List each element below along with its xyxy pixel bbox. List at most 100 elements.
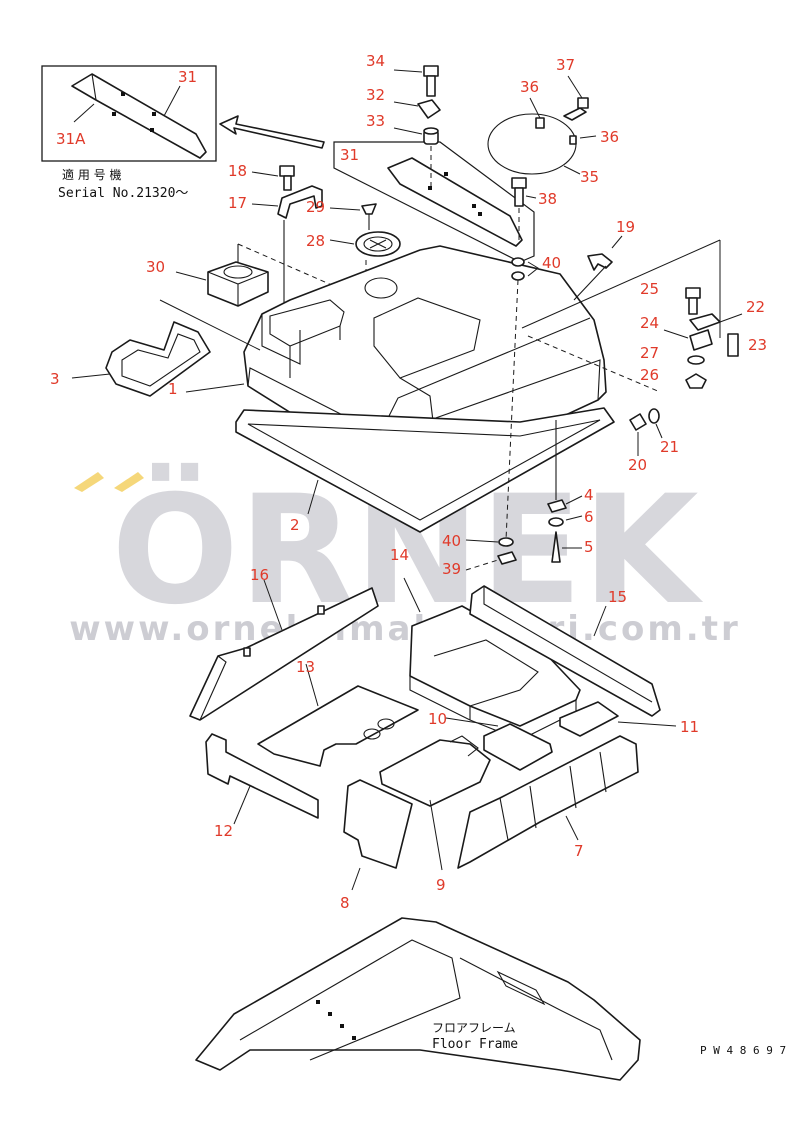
watermark-accent-left bbox=[74, 472, 104, 492]
callout-36b: 36 bbox=[600, 128, 619, 146]
callout-31-inset: 31 bbox=[178, 68, 197, 86]
callout-4: 4 bbox=[584, 486, 594, 504]
pad-10-outline bbox=[483, 723, 553, 771]
callout-33: 33 bbox=[366, 112, 385, 130]
floor-frame: フロアフレーム Floor Frame bbox=[195, 917, 641, 1081]
callout-2: 2 bbox=[290, 516, 300, 534]
pad-11: 11 bbox=[559, 701, 699, 737]
bolt-37 bbox=[563, 107, 587, 121]
callout-18: 18 bbox=[228, 162, 247, 180]
washer-40 bbox=[498, 537, 514, 547]
plate-24 bbox=[689, 329, 713, 351]
callout-37: 37 bbox=[556, 56, 575, 74]
plate-35-outline bbox=[487, 113, 577, 175]
nut-26 bbox=[685, 373, 707, 389]
callout-28: 28 bbox=[306, 232, 325, 250]
bolt-25 bbox=[688, 297, 698, 315]
callout-8: 8 bbox=[340, 894, 350, 912]
inset-serial-label: Serial No.21320～ bbox=[58, 186, 188, 201]
pad-10: 10 bbox=[428, 710, 553, 771]
nut-39 bbox=[497, 551, 517, 565]
pad-14: 14 bbox=[390, 546, 581, 741]
callout-29: 29 bbox=[306, 198, 325, 216]
callout-27: 27 bbox=[640, 344, 659, 362]
bracket-31 bbox=[387, 157, 523, 247]
bracket-31-group: 31 bbox=[333, 141, 535, 263]
callout-11: 11 bbox=[680, 718, 699, 736]
bolt-38-group: 38 bbox=[511, 177, 557, 240]
washer-27 bbox=[687, 355, 705, 365]
bolt-23 bbox=[727, 333, 739, 357]
pad-13: 13 bbox=[257, 658, 419, 767]
pad-9-outline bbox=[379, 739, 491, 807]
pad-11-outline bbox=[559, 701, 619, 737]
inset-applicable-label: 適 用 号 機 bbox=[62, 167, 121, 182]
pad-8-outline bbox=[343, 779, 413, 869]
fasteners-top: 34 32 33 bbox=[366, 52, 441, 186]
seal-2: 2 bbox=[235, 407, 615, 534]
callout-38: 38 bbox=[538, 190, 557, 208]
pad-12: 12 bbox=[205, 733, 319, 840]
callout-9: 9 bbox=[436, 876, 446, 894]
callout-31: 31 bbox=[340, 146, 359, 164]
callout-6: 6 bbox=[584, 508, 594, 526]
callout-13: 13 bbox=[296, 658, 315, 676]
callout-21: 21 bbox=[660, 438, 679, 456]
callout-39: 39 bbox=[442, 560, 461, 578]
callout-19: 19 bbox=[616, 218, 635, 236]
screw-5 bbox=[551, 531, 561, 563]
callout-35: 35 bbox=[580, 168, 599, 186]
hose-19-group: 19 40 bbox=[505, 218, 635, 541]
pad-16: 16 bbox=[189, 566, 379, 721]
pad-8: 8 bbox=[340, 779, 413, 912]
callout-12: 12 bbox=[214, 822, 233, 840]
pad-15: 15 bbox=[469, 585, 661, 717]
callout-1: 1 bbox=[168, 380, 178, 398]
watermark-accent-right bbox=[114, 472, 144, 492]
screw-29 bbox=[361, 203, 377, 215]
plate-22 bbox=[689, 313, 721, 331]
pad-7: 7 bbox=[457, 735, 639, 869]
seal-3: 3 bbox=[50, 321, 211, 397]
callout-32: 32 bbox=[366, 86, 385, 104]
watermark-url: www.orneksimakinalari.com.tr bbox=[69, 609, 740, 649]
washer-6 bbox=[548, 517, 564, 527]
callout-24: 24 bbox=[640, 314, 659, 332]
floor-frame-label-jp: フロアフレーム bbox=[432, 1021, 516, 1035]
callout-10: 10 bbox=[428, 710, 447, 728]
callout-3: 3 bbox=[50, 370, 60, 388]
floor-frame-label-en: Floor Frame bbox=[432, 1037, 518, 1052]
seal-2-outline bbox=[235, 407, 615, 533]
callout-40a: 40 bbox=[542, 254, 561, 272]
fasteners-mid: 4 6 5 bbox=[547, 420, 594, 563]
callout-5: 5 bbox=[584, 538, 594, 556]
callout-17: 17 bbox=[228, 194, 247, 212]
callout-15: 15 bbox=[608, 588, 627, 606]
inset-frame bbox=[41, 65, 217, 162]
pad-12-outline bbox=[205, 733, 319, 819]
callout-16: 16 bbox=[250, 566, 269, 584]
handle-17 bbox=[277, 185, 323, 219]
callout-7: 7 bbox=[574, 842, 584, 860]
inset-arrow bbox=[219, 115, 325, 149]
callout-22: 22 bbox=[746, 298, 765, 316]
callout-40b: 40 bbox=[442, 532, 461, 550]
floor-frame-outline bbox=[195, 917, 641, 1081]
callout-23: 23 bbox=[748, 336, 767, 354]
handle-17-group: 18 17 bbox=[228, 162, 323, 306]
hose-19 bbox=[587, 253, 613, 271]
cap-28-group: 29 28 bbox=[306, 198, 401, 290]
drawing-code: P W 4 8 6 9 7 bbox=[700, 1044, 786, 1057]
callout-30: 30 bbox=[146, 258, 165, 276]
pad-9: 9 bbox=[379, 735, 491, 894]
fasteners-right: 25 22 24 23 27 26 20 21 bbox=[628, 280, 767, 474]
callout-25: 25 bbox=[640, 280, 659, 298]
callout-31A: 31A bbox=[56, 130, 86, 148]
nut-20 bbox=[629, 413, 647, 431]
callout-20: 20 bbox=[628, 456, 647, 474]
callout-36a: 36 bbox=[520, 78, 539, 96]
washer-21 bbox=[648, 408, 660, 424]
inset-detail: 31 31A 適 用 号 機 Serial No.21320～ bbox=[41, 65, 217, 201]
callout-14: 14 bbox=[390, 546, 409, 564]
